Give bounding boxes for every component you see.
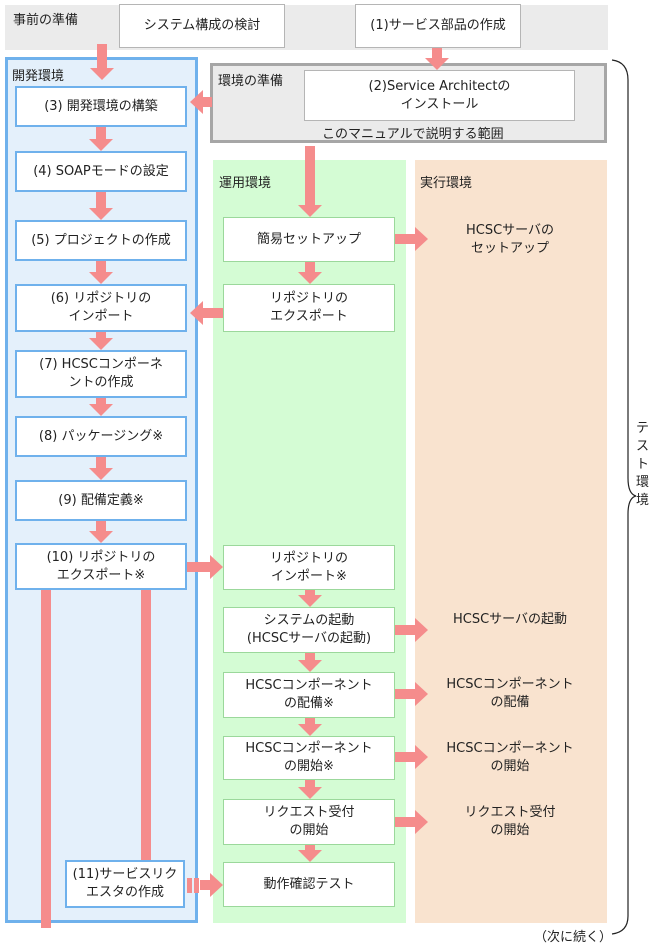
arrow-dev-9-10: [89, 521, 113, 543]
arrow-dev-export-to-ops-import: [187, 555, 223, 579]
test-env-brace: [611, 59, 637, 935]
arrow-dev-4-5: [89, 192, 113, 220]
ops-step-request-accept: リクエスト受付 の開始: [223, 799, 395, 845]
arrow-prep-to-install: [425, 48, 449, 70]
ops-step-easy-setup: 簡易セットアップ: [223, 217, 395, 262]
arrow-dev-6-7: [89, 332, 113, 350]
test-env-label: テスト環境: [636, 421, 650, 508]
prep-section-label: 事前の準備: [13, 13, 79, 28]
exec-step-server-start: HCSCサーバの起動: [452, 612, 568, 628]
arrow-prep-to-dev: [90, 44, 114, 80]
arrow-dev-5-6: [89, 261, 113, 284]
dev-step-3: (3) 開発環境の構築: [15, 86, 187, 127]
dev-step-5: (5) プロジェクトの作成: [15, 220, 187, 261]
line-dev-continue-left: [41, 590, 51, 928]
arrow-deploy-to-exec-deploy: [395, 682, 428, 706]
system-design-box: システム構成の検討: [119, 4, 285, 48]
dev-step-6: (6) リポジトリの インポート: [15, 284, 187, 332]
service-architect-install-box: (2)Service Architectの インストール: [304, 70, 575, 121]
dev-step-11: (11)サービスリク エスタの作成: [65, 860, 185, 908]
arrow-ops-deploy-compstart: [298, 718, 322, 736]
dev-step-9: (9) 配備定義※: [15, 480, 187, 521]
ops-step-repo-import: リポジトリの インポート※: [223, 545, 395, 590]
service-parts-box: (1)サービス部品の作成: [355, 4, 521, 48]
arrow-envprep-to-easy-setup: [298, 146, 322, 217]
ops-step-component-start: HCSCコンポーネント の開始※: [223, 736, 395, 780]
arrow-export-to-dev-import: [190, 301, 223, 325]
dev-step-8: (8) パッケージング※: [15, 416, 187, 457]
arrow-ops-request-test: [298, 845, 322, 862]
dev-step-7: (7) HCSCコンポーネ ントの作成: [15, 350, 187, 398]
arrow-start-to-server-start: [395, 618, 428, 642]
ops-step-component-deploy: HCSCコンポーネント の配備※: [223, 672, 395, 718]
arrow-dev-7-8: [89, 398, 113, 416]
dash-step-11-2: [194, 878, 199, 893]
dev-step-4: (4) SOAPモードの設定: [15, 151, 187, 192]
arrow-ops-import-start: [298, 590, 322, 607]
exec-step-component-start: HCSCコンポーネント の開始: [446, 741, 574, 774]
env-prep-section-label: 環境の準備: [218, 74, 284, 89]
dev-section-label: 開発環境: [12, 69, 65, 84]
scope-label: このマニュアルで説明する範囲: [322, 127, 504, 142]
ops-section-label: 運用環境: [219, 176, 272, 191]
ops-step-repo-export: リポジトリの エクスポート: [223, 284, 395, 332]
arrow-dev-3-4: [89, 127, 113, 151]
arrow-step-11-to-test: [200, 873, 223, 897]
arrow-compstart-to-exec-start: [395, 745, 428, 769]
arrow-dev-8-9: [89, 457, 113, 480]
exec-step-server-setup: HCSCサーバの セットアップ: [465, 223, 555, 256]
dev-step-10: (10) リポジトリの エクスポート※: [15, 543, 187, 590]
dash-step-11-1: [187, 878, 192, 893]
ops-step-operation-test: 動作確認テスト: [223, 862, 395, 907]
line-dev-to-step-11: [141, 590, 151, 860]
continued-label: （次に続く）: [534, 930, 613, 945]
exec-section-label: 実行環境: [420, 176, 473, 191]
arrow-request-to-exec-request: [395, 810, 428, 834]
ops-step-system-start: システムの起動 (HCSCサーバの起動): [223, 607, 395, 653]
exec-step-request-accept: リクエスト受付 の開始: [464, 805, 556, 838]
arrow-ops-setup-export: [298, 262, 322, 284]
arrow-ops-compstart-request: [298, 780, 322, 799]
exec-step-component-deploy: HCSCコンポーネント の配備: [446, 677, 574, 710]
arrow-ops-start-deploy: [298, 653, 322, 672]
exec-env-region: [415, 160, 607, 923]
arrow-setup-to-server-setup: [395, 227, 428, 251]
arrow-envprep-to-dev: [190, 90, 212, 114]
